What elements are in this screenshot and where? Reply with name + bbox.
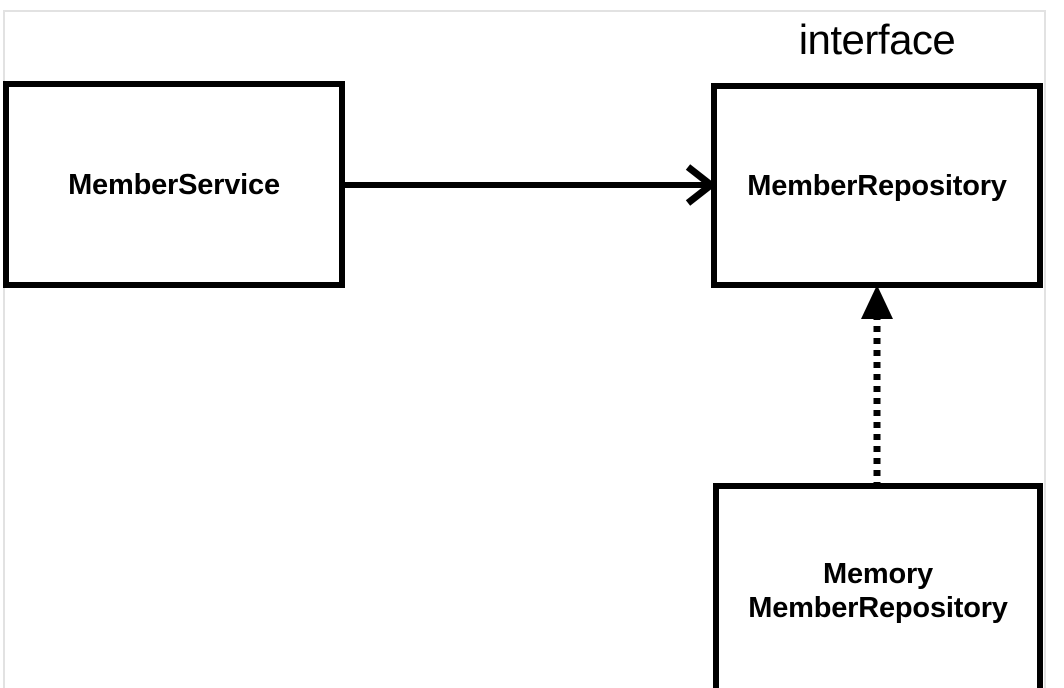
association-arrow-head bbox=[685, 164, 717, 206]
page-frame-top-border bbox=[3, 10, 1046, 12]
interface-box-member-repository[interactable]: MemberRepository bbox=[711, 83, 1043, 288]
stereotype-label-interface: interface bbox=[798, 16, 956, 63]
realization-arrow-head bbox=[861, 285, 893, 319]
class-box-memory-member-repository-label: Memory MemberRepository bbox=[748, 557, 1008, 624]
page-frame-left-border bbox=[3, 10, 5, 688]
class-box-member-service-label: MemberService bbox=[68, 168, 280, 201]
realization-arrow-memory-to-repository bbox=[861, 285, 893, 488]
page-frame-right-border bbox=[1044, 10, 1046, 688]
class-box-member-service[interactable]: MemberService bbox=[3, 81, 345, 288]
association-arrow-service-to-repository bbox=[340, 164, 717, 206]
interface-box-member-repository-label: MemberRepository bbox=[747, 169, 1007, 202]
class-box-memory-member-repository[interactable]: Memory MemberRepository bbox=[713, 483, 1043, 688]
